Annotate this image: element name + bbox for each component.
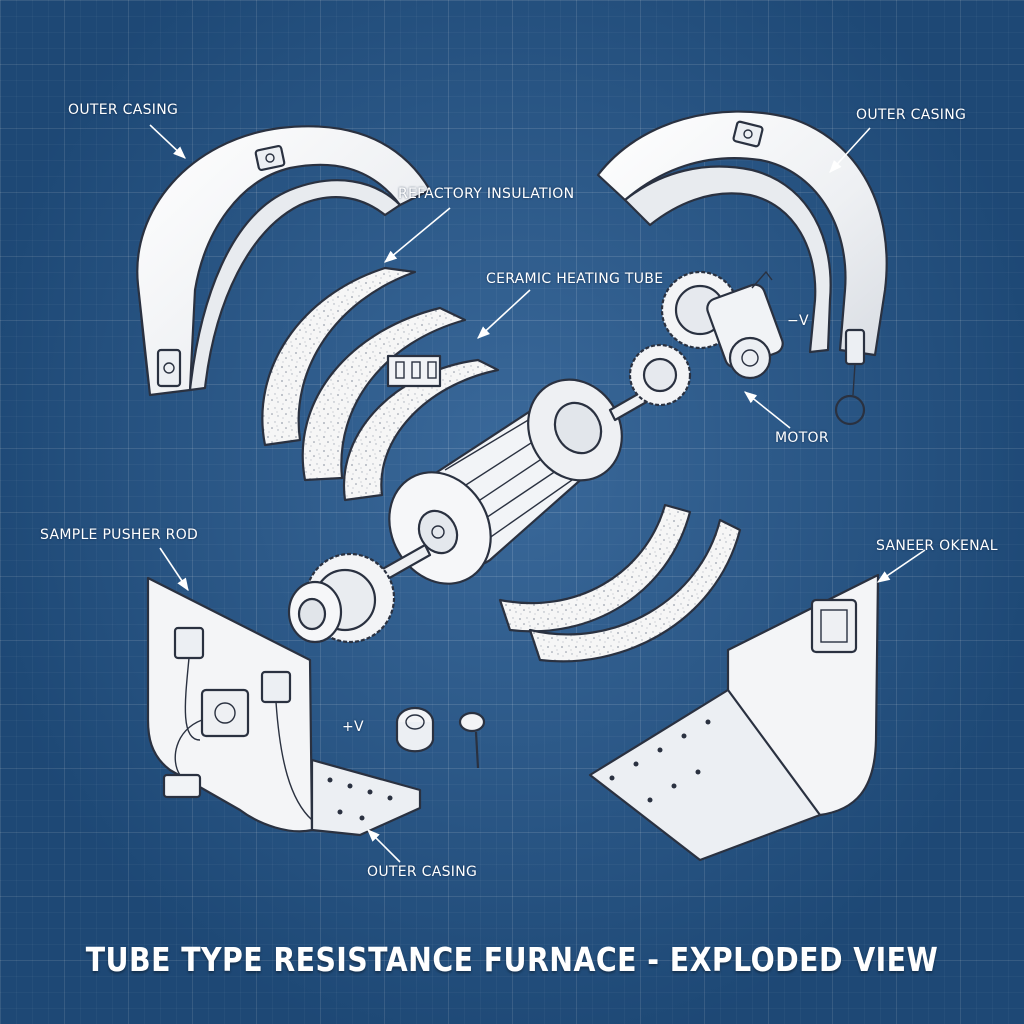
label-motor: MOTOR [775, 430, 829, 446]
diagram-title: TUBE TYPE RESISTANCE FURNACE - EXPLODED … [85, 940, 939, 979]
ceramic-heating-tube [388, 378, 623, 585]
outer-casing-shell-top-right [596, 110, 888, 426]
label-minus-v: −V [787, 313, 809, 329]
label-saneer-okenal: SANEER OKENAL [876, 538, 998, 554]
leader-lines [149, 124, 926, 863]
label-outer-casing-bottom: OUTER CASING [367, 864, 478, 880]
refractory-insulation-lower [498, 503, 742, 663]
label-outer-casing-top-left: OUTER CASING [68, 102, 179, 118]
small-fittings [395, 706, 486, 769]
gear-coupling-left [287, 552, 396, 644]
label-refractory-insulation: REFACTORY INSULATION [398, 186, 575, 202]
refractory-insulation-segments [261, 266, 500, 502]
label-outer-casing-top-right: OUTER CASING [856, 107, 967, 123]
outer-casing-panel-bottom-left [146, 576, 422, 837]
label-sample-pusher-rod: SAMPLE PUSHER ROD [40, 527, 199, 543]
label-plus-v: +V [342, 719, 364, 735]
label-ceramic-heating-tube: CERAMIC HEATING TUBE [486, 271, 664, 287]
outer-casing-shell-top-left [136, 125, 432, 397]
motor-gear-assembly [628, 270, 784, 407]
outer-casing-panel-bottom-right [588, 573, 880, 862]
